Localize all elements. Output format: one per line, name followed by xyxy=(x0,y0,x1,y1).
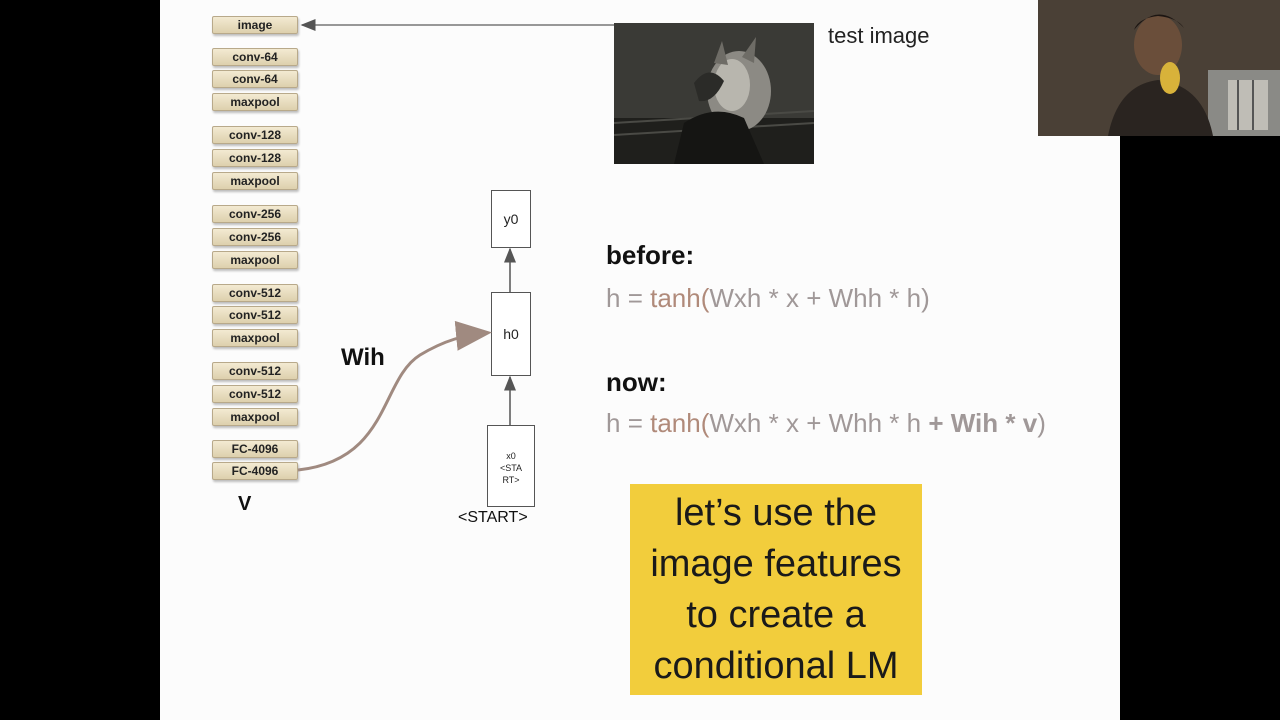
eq-plus: + xyxy=(798,283,829,313)
cnn-layer: maxpool xyxy=(212,408,298,426)
before-equation: h = tanh(Wxh * x + Whh * h) xyxy=(606,283,930,314)
cnn-layer: conv-128 xyxy=(212,126,298,144)
rnn-output-node: y0 xyxy=(491,190,531,248)
eq-plus-bold: + xyxy=(921,408,951,438)
cnn-layer: conv-512 xyxy=(212,362,298,380)
eq-equals: = xyxy=(620,408,651,438)
rnn-hidden-node: h0 xyxy=(491,292,531,376)
eq-h: h xyxy=(606,408,621,438)
eq-tanh: tanh xyxy=(650,283,701,313)
eq-h-term: * h xyxy=(882,408,922,438)
presenter-webcam xyxy=(1038,0,1280,136)
test-image-photo xyxy=(614,23,814,164)
callout-line: conditional LM xyxy=(653,644,899,687)
rnn-input-node: x0 <STA RT> xyxy=(487,425,535,507)
cnn-layer: maxpool xyxy=(212,172,298,190)
now-label: now: xyxy=(606,367,667,397)
cnn-image-layer: image xyxy=(212,16,298,34)
cnn-layer: conv-512 xyxy=(212,306,298,324)
wih-arrow xyxy=(297,320,492,472)
cnn-layer: conv-256 xyxy=(212,205,298,223)
cnn-layer: conv-256 xyxy=(212,228,298,246)
cnn-layer: conv-512 xyxy=(212,385,298,403)
callout-line: image features xyxy=(650,542,902,585)
eq-open-paren: ( xyxy=(700,408,710,438)
eq-close-paren: ) xyxy=(1037,408,1046,438)
feature-vector-label: V xyxy=(238,493,252,515)
eq-tanh: tanh xyxy=(650,408,701,438)
eq-wxh: Wxh xyxy=(709,283,762,313)
eq-close-paren: ) xyxy=(921,283,930,313)
eq-h: h xyxy=(606,283,621,313)
eq-open-paren: ( xyxy=(700,283,710,313)
diagram-arrows xyxy=(297,19,614,472)
cnn-layer: maxpool xyxy=(212,251,298,269)
cnn-layer: FC-4096 xyxy=(212,440,298,458)
eq-equals: = xyxy=(620,283,651,313)
eq-wih: Wih xyxy=(950,408,999,438)
before-label: before: xyxy=(606,240,695,270)
rnn-input-line: x0 xyxy=(506,451,516,461)
cnn-layer: conv-64 xyxy=(212,48,298,66)
start-token-caption: <START> xyxy=(458,509,528,526)
rnn-input-line: <STA xyxy=(499,463,523,473)
callout-line: let’s use the xyxy=(674,491,878,534)
rnn-input-line: RT> xyxy=(502,475,520,485)
eq-h-term: * h xyxy=(882,283,922,313)
cnn-layer: conv-512 xyxy=(212,284,298,302)
cnn-layer: conv-64 xyxy=(212,70,298,88)
callout-text: let’s use the image features to create a… xyxy=(630,488,922,692)
now-equation: h = tanh(Wxh * x + Whh * h + Wih * v) xyxy=(606,408,1046,439)
eq-plus: + xyxy=(798,408,829,438)
eq-whh: Whh xyxy=(828,283,883,313)
cnn-layer: conv-128 xyxy=(212,149,298,167)
eq-x-term: * x xyxy=(761,408,799,438)
eq-v-term: * v xyxy=(998,408,1038,438)
eq-whh: Whh xyxy=(828,408,883,438)
eq-x-term: * x xyxy=(761,283,799,313)
eq-wxh: Wxh xyxy=(709,408,762,438)
wih-connection-label: Wih xyxy=(341,344,385,371)
cnn-fc-output-layer: FC-4096 xyxy=(212,462,298,480)
callout-box: let’s use the image features to create a… xyxy=(630,484,922,695)
cnn-layer: maxpool xyxy=(212,329,298,347)
callout-line: to create a xyxy=(686,593,866,636)
test-image-label: test image xyxy=(828,23,930,48)
slide: image conv-64 conv-64 maxpool conv-128 c… xyxy=(160,0,1120,720)
cnn-layer: maxpool xyxy=(212,93,298,111)
